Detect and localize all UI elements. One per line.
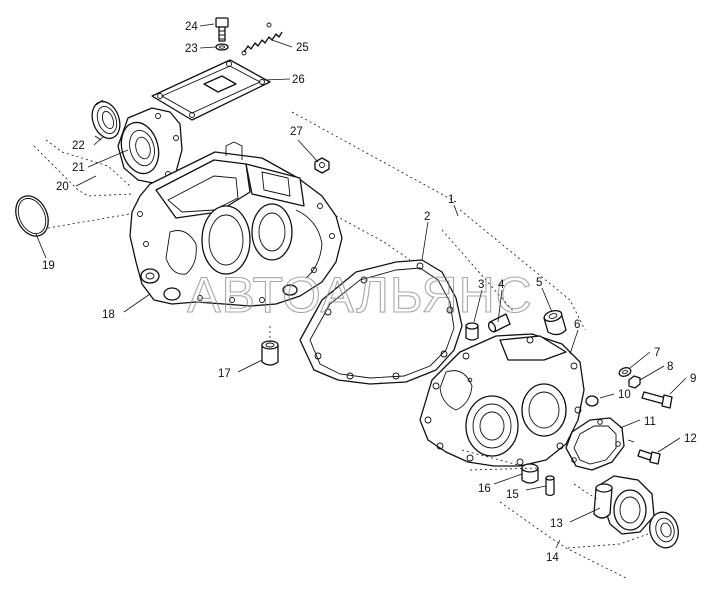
part-25-spring <box>241 22 283 56</box>
part-16-bushing <box>521 463 539 484</box>
callout-22: 22 <box>72 140 85 152</box>
callout-17: 17 <box>218 368 231 380</box>
callout-25: 25 <box>296 42 309 54</box>
callout-23: 23 <box>185 43 198 55</box>
callout-6: 6 <box>574 319 580 331</box>
part-1-rear-housing <box>419 333 585 467</box>
callout-12: 12 <box>684 433 697 445</box>
callout-21: 21 <box>72 162 85 174</box>
part-14-oil-seal <box>649 511 679 549</box>
part-13-output-housing <box>593 475 655 535</box>
callout-13: 13 <box>550 518 563 530</box>
part-27-nut <box>314 157 330 174</box>
callout-11: 11 <box>644 416 656 428</box>
part-3-dowel <box>465 322 479 341</box>
callout-7: 7 <box>654 347 660 359</box>
callout-labels: 24 23 25 26 27 22 21 20 19 18 17 2 1 3 4… <box>42 21 697 564</box>
part-22-oil-seal <box>91 99 121 141</box>
part-8-nut <box>628 375 641 389</box>
part-2-gasket <box>299 259 463 385</box>
callout-2: 2 <box>424 211 430 223</box>
callout-3: 3 <box>478 279 484 291</box>
part-12-bolt <box>627 439 661 465</box>
part-18-main-housing <box>129 141 343 307</box>
callout-18: 18 <box>102 309 115 321</box>
part-19-o-ring <box>15 195 49 237</box>
leader-lines <box>33 23 687 579</box>
watermark-text: АВТОАЛЬЯНС <box>187 267 533 323</box>
callout-8: 8 <box>667 361 673 373</box>
part-15-pin <box>545 475 555 497</box>
callout-16: 16 <box>478 483 491 495</box>
part-11-side-cover <box>565 417 625 471</box>
part-5-bushing <box>543 309 567 336</box>
part-26-top-gasket <box>151 59 271 121</box>
callout-4: 4 <box>498 279 505 291</box>
part-4-dowel <box>487 313 511 333</box>
part-23-washer <box>215 43 229 51</box>
callout-9: 9 <box>690 373 696 385</box>
callout-24: 24 <box>185 21 198 33</box>
part-7-washer <box>618 367 632 377</box>
callout-19: 19 <box>42 260 55 272</box>
part-24-bolt <box>215 17 229 42</box>
callout-1: 1 <box>448 194 454 206</box>
part-10-o-ring <box>585 395 599 407</box>
callout-10: 10 <box>618 389 631 401</box>
callout-14: 14 <box>546 552 559 564</box>
callout-27: 27 <box>290 126 303 138</box>
callout-5: 5 <box>536 277 542 289</box>
part-21-bearing-cover <box>117 107 183 185</box>
part-17-bushing <box>261 340 279 366</box>
callout-20: 20 <box>56 181 69 193</box>
part-9-bolt <box>641 391 673 409</box>
callout-26: 26 <box>292 74 305 86</box>
callout-15: 15 <box>506 489 519 501</box>
